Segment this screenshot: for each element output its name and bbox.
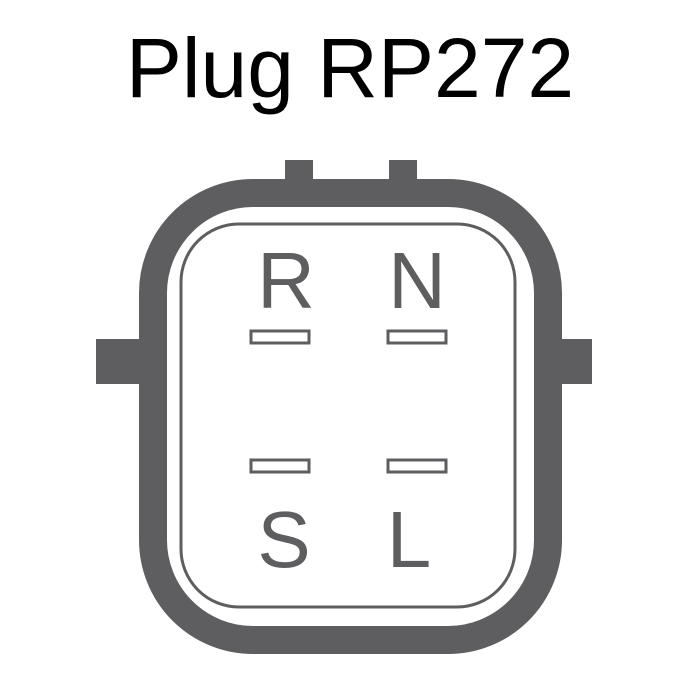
plug-title: Plug RP272 [125, 21, 575, 115]
pin-slot-n [386, 329, 448, 345]
pin-slot-r [249, 329, 311, 345]
pin-label-s: S [257, 495, 310, 584]
pin-label-l: L [387, 495, 432, 584]
connector-housing-inner [179, 222, 517, 609]
pin-label-r: R [257, 236, 315, 325]
pin-slot-s [249, 458, 311, 474]
pin-slot-l [386, 458, 448, 474]
pin-label-n: N [388, 236, 446, 325]
connector-housing-outer [139, 179, 562, 654]
